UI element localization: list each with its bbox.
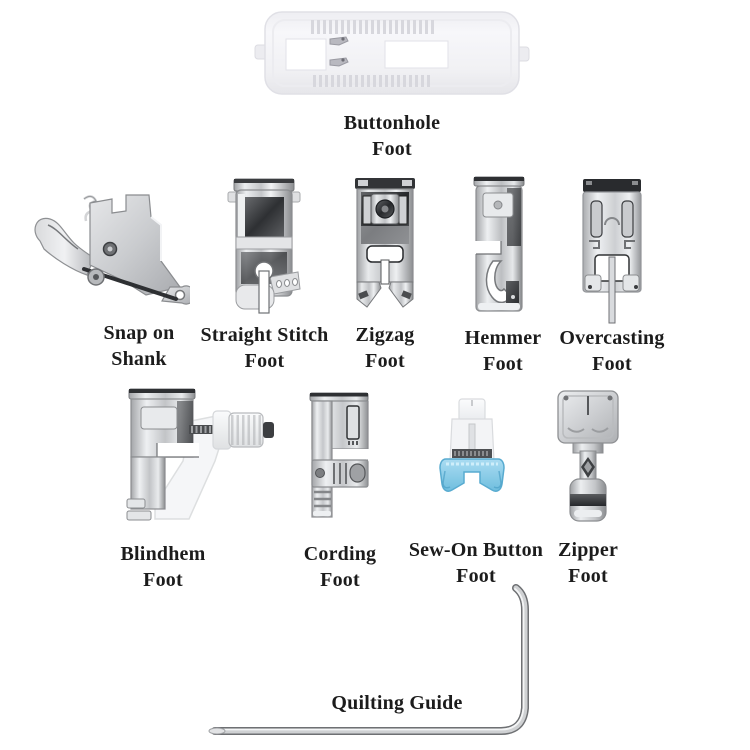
label-line: Foot	[456, 565, 496, 587]
label-line: Straight Stitch	[200, 324, 329, 346]
label-cording-foot: Cording Foot	[260, 541, 420, 593]
label-line: Buttonhole	[343, 112, 441, 134]
label-quilting-guide: Quilting Guide	[302, 690, 492, 716]
label-line: Snap on	[103, 322, 175, 344]
zipper-foot-image	[555, 387, 621, 523]
hemmer-foot-image	[471, 176, 525, 312]
label-line: Foot	[143, 569, 183, 591]
label-line: Zigzag	[355, 324, 415, 346]
label-line: Hemmer	[464, 327, 542, 349]
label-straight-stitch-foot: Straight Stitch Foot	[182, 322, 347, 374]
label-line: Zipper	[557, 539, 619, 561]
label-line: Blindhem	[120, 543, 206, 565]
label-zipper-foot: Zipper Foot	[508, 537, 668, 589]
label-blindhem-foot: Blindhem Foot	[83, 541, 243, 593]
label-overcasting-foot: Overcasting Foot	[532, 325, 692, 377]
zigzag-foot-image	[355, 178, 415, 308]
label-line: Foot	[568, 565, 608, 587]
overcasting-foot-image	[582, 179, 642, 324]
zigzag-foot-image	[351, 176, 419, 316]
straight-stitch-foot-image	[226, 177, 302, 315]
buttonhole-foot-image	[254, 11, 530, 95]
label-line: Foot	[483, 353, 523, 375]
label-line: Foot	[592, 353, 632, 375]
label-hemmer-foot: Hemmer Foot	[423, 325, 583, 377]
label-snap-on-shank: Snap on Shank	[59, 320, 219, 372]
sew-on-button-foot-image	[437, 397, 507, 513]
label-line: Cording	[303, 543, 377, 565]
label-buttonhole-foot: Buttonhole Foot	[292, 110, 492, 162]
label-line: Shank	[111, 348, 167, 370]
snap-on-shank-image	[28, 183, 190, 315]
zipper-foot-image	[557, 390, 619, 522]
label-line: Foot	[320, 569, 360, 591]
buttonhole-foot-image	[251, 8, 533, 98]
sew-on-button-foot-image	[439, 398, 505, 492]
label-sew-on-button-foot: Sew-On Button Foot	[387, 537, 565, 589]
label-line: Overcasting	[559, 327, 665, 349]
cording-foot-image	[309, 392, 373, 518]
blindhem-foot-image	[126, 388, 274, 521]
quilting-guide-image	[205, 580, 545, 742]
label-line: Foot	[372, 138, 412, 160]
cording-foot-image	[307, 391, 373, 523]
overcasting-foot-image	[577, 177, 647, 327]
snap-on-shank-image	[34, 194, 190, 305]
blindhem-foot-image	[125, 387, 277, 533]
label-line: Sew-On Button	[408, 539, 544, 561]
hemmer-foot-image	[471, 175, 527, 317]
label-line: Foot	[365, 350, 405, 372]
label-line: Foot	[244, 350, 285, 372]
label-zigzag-foot: Zigzag Foot	[305, 322, 465, 374]
quilting-guide-image	[208, 584, 529, 735]
straight-stitch-foot-image	[227, 178, 301, 314]
label-line: Quilting Guide	[331, 692, 463, 714]
